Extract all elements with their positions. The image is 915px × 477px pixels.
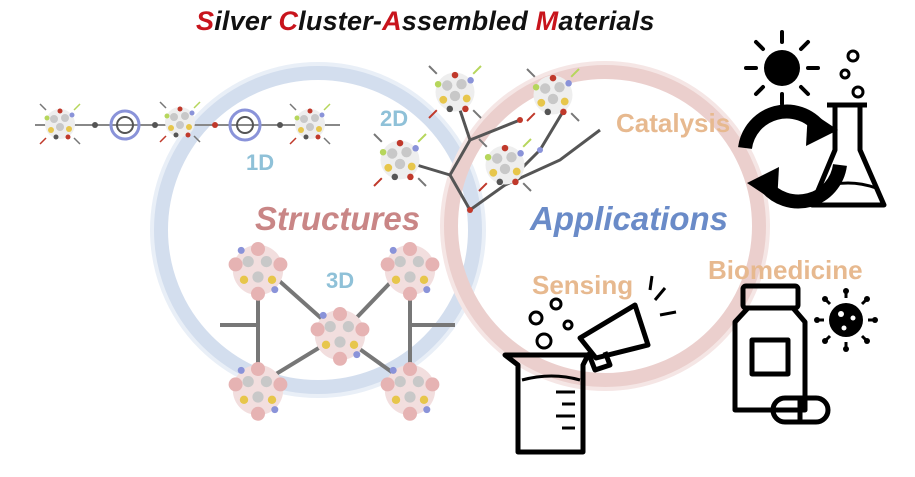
label-2d: 2D	[380, 106, 409, 131]
title-word-3: ssembled	[401, 6, 536, 36]
three-d-framework-structure	[220, 242, 455, 421]
title-cap-s: S	[196, 6, 215, 36]
virus-icon	[814, 288, 878, 352]
structures-ring	[152, 64, 484, 396]
title-cap-c: C	[278, 6, 299, 36]
title-cap-m: M	[535, 6, 559, 36]
pill-bottle-icon	[732, 283, 808, 413]
label-3d: 3D	[326, 268, 355, 293]
bubbles-icon	[839, 49, 865, 99]
two-d-network-structure	[373, 65, 601, 213]
sensing-bubbles-icon	[528, 297, 574, 350]
label-applications: Applications	[530, 200, 729, 237]
label-sensing: Sensing	[532, 270, 634, 300]
title-word-4: aterials	[558, 6, 655, 36]
sun-icon	[744, 30, 820, 106]
title-word-2: luster-	[298, 6, 383, 36]
label-biomedicine: Biomedicine	[708, 255, 863, 285]
label-1d: 1D	[246, 150, 275, 175]
capsule-icon	[770, 395, 831, 425]
page-title: Silver Cluster-Assembled Materials	[196, 6, 756, 37]
label-catalysis: Catalysis	[616, 108, 731, 138]
title-cap-a: A	[382, 6, 402, 36]
title-word-1: ilver	[214, 6, 279, 36]
applications-ring	[442, 63, 768, 389]
recycle-arrows-icon	[738, 104, 847, 209]
megaphone-icon	[577, 275, 677, 373]
one-d-chain-structure	[35, 101, 340, 145]
label-structures: Structures	[255, 200, 421, 237]
